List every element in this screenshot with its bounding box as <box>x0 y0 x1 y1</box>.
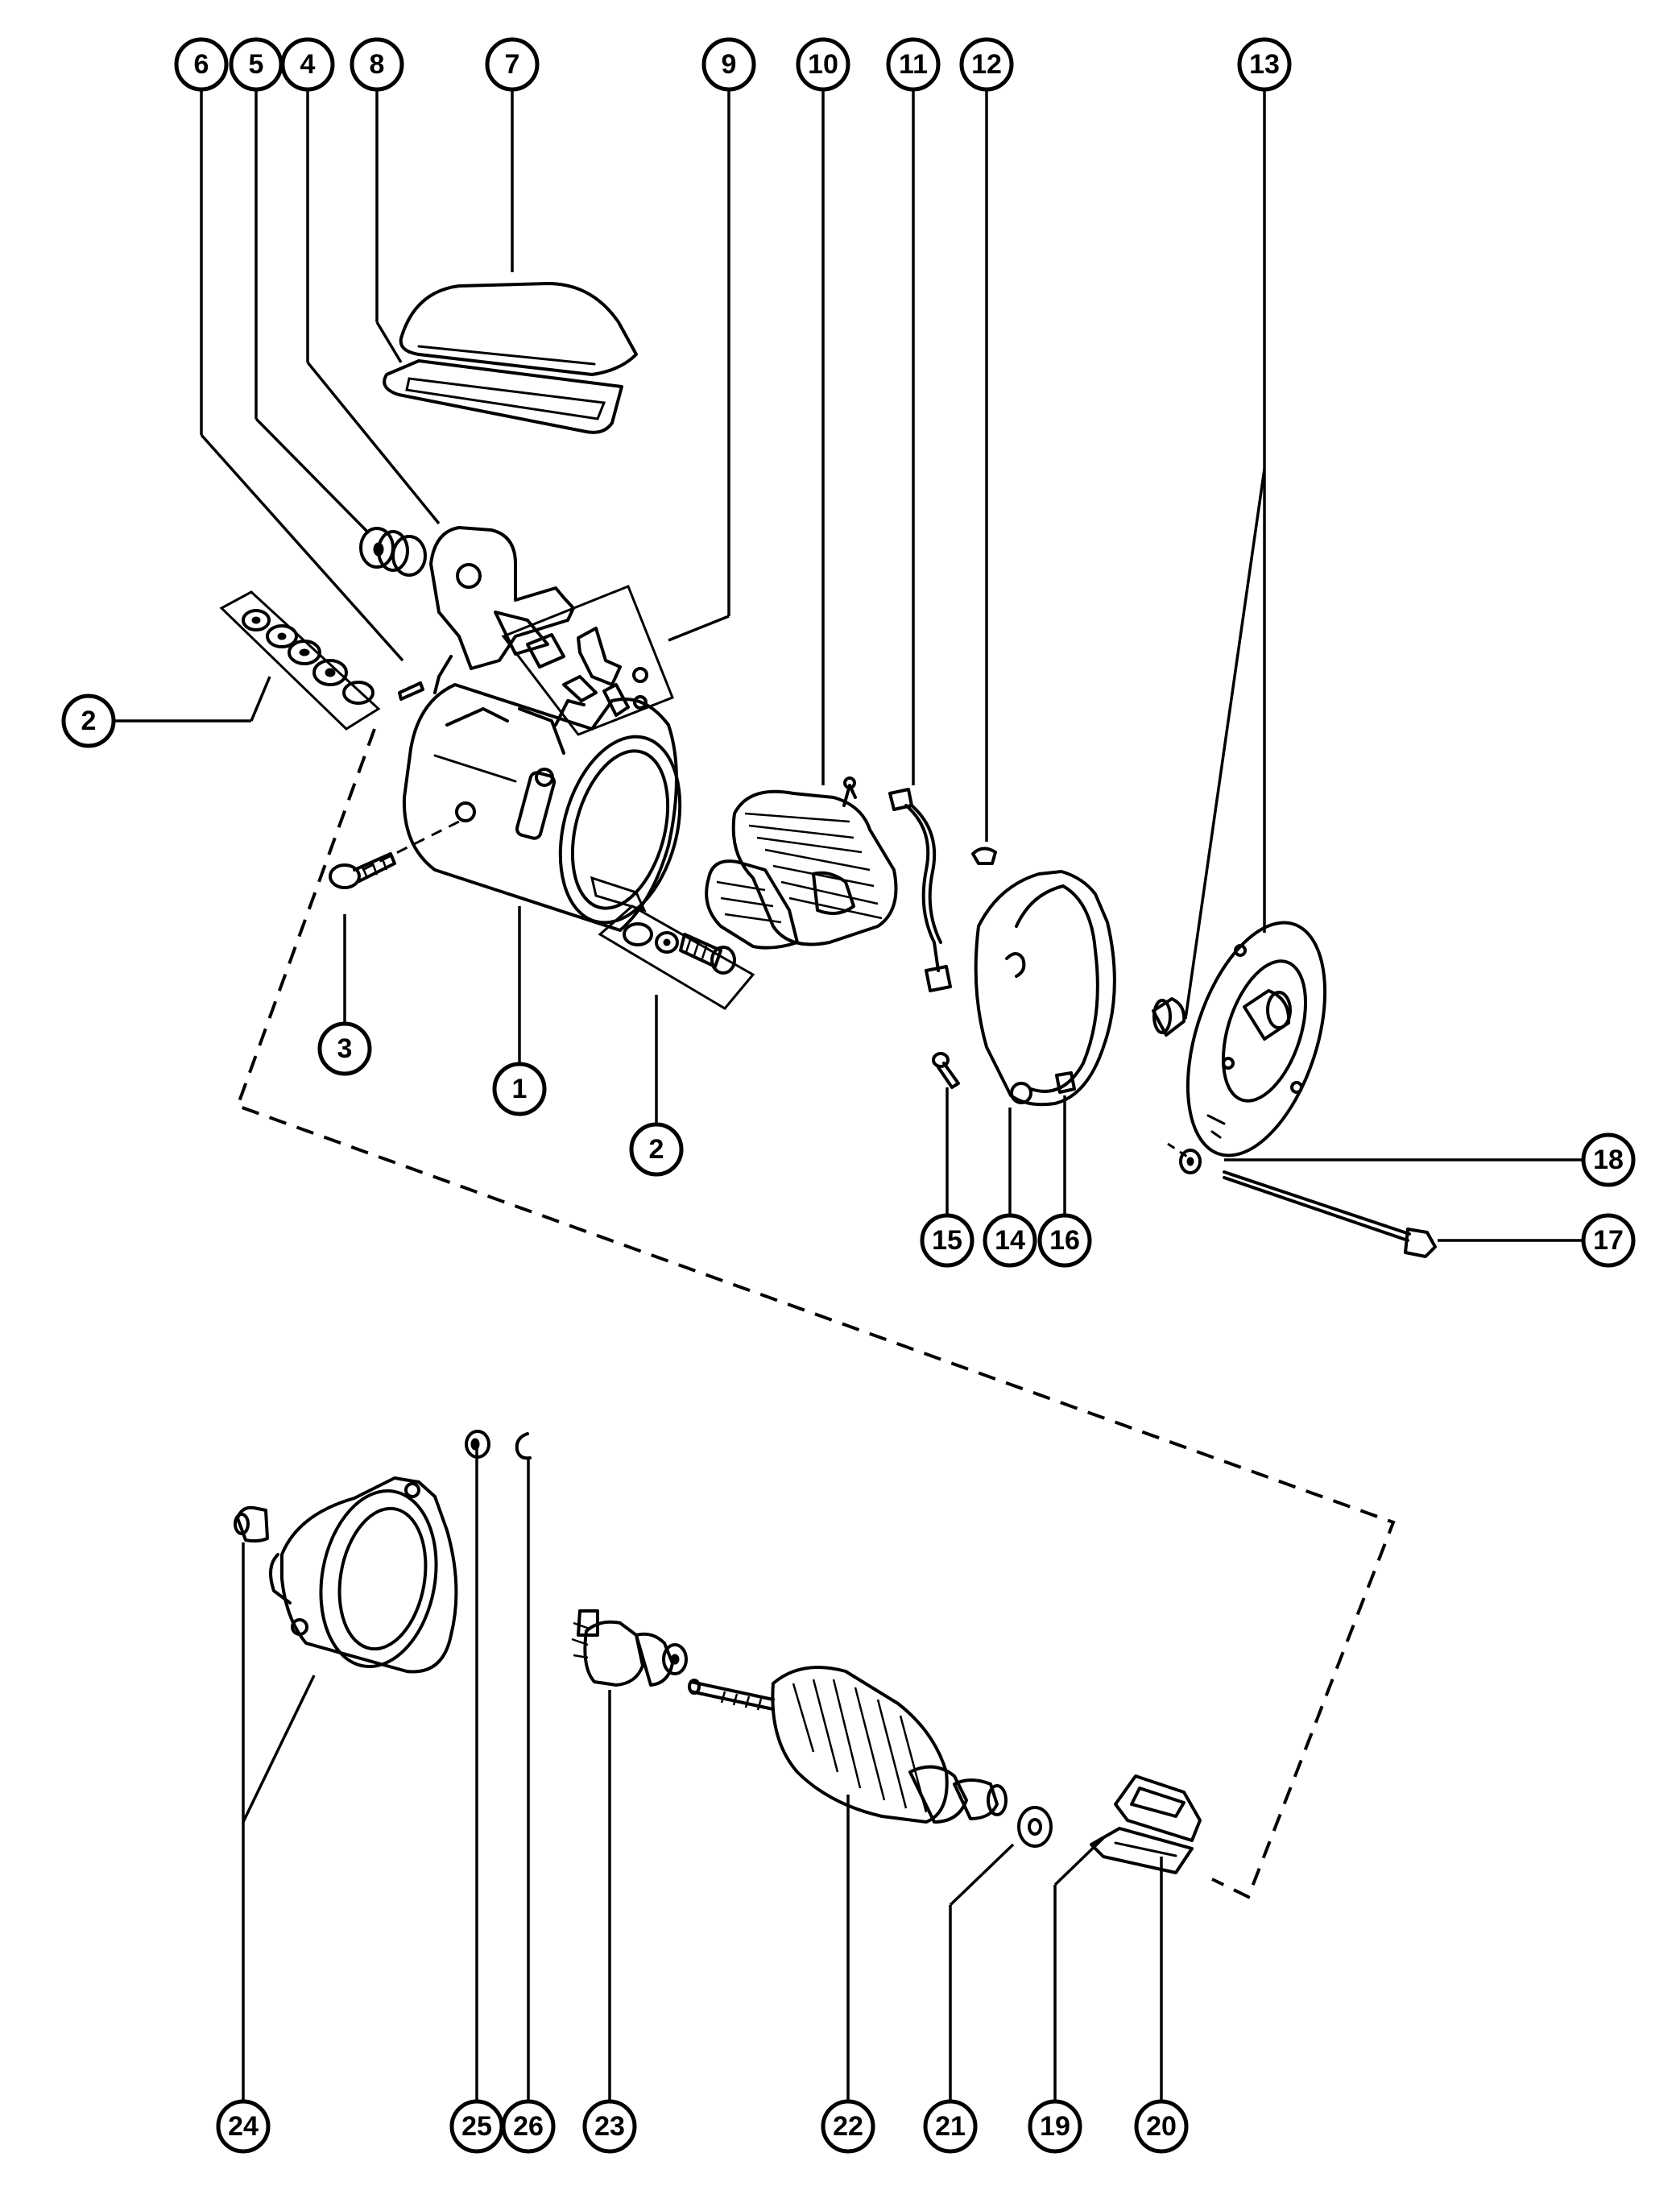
callout-4: 4 <box>280 37 335 92</box>
svg-text:1: 1 <box>512 1074 528 1104</box>
svg-text:14: 14 <box>995 1225 1025 1256</box>
svg-text:5: 5 <box>249 49 264 80</box>
svg-text:21: 21 <box>935 2111 966 2142</box>
part-brush-screw <box>932 1052 960 1089</box>
svg-text:15: 15 <box>932 1225 962 1256</box>
svg-text:3: 3 <box>337 1033 353 1064</box>
part-drive-housing <box>234 1476 458 1674</box>
part-brush-nut <box>1055 1071 1076 1094</box>
callout-13: 13 <box>1237 37 1292 92</box>
callout-1: 1 <box>492 1062 547 1116</box>
svg-text:25: 25 <box>461 2111 492 2142</box>
svg-text:9: 9 <box>722 49 737 80</box>
part-end-plate <box>1152 921 1327 1157</box>
part-hardware-set-upper <box>219 590 381 731</box>
part-bushing-25 <box>465 1430 490 1459</box>
callout-12: 12 <box>959 37 1014 92</box>
svg-text:6: 6 <box>194 49 209 80</box>
leader-lines <box>114 87 1583 2101</box>
svg-text:16: 16 <box>1049 1225 1080 1256</box>
part-armature <box>688 1666 1008 1824</box>
callout-21: 21 <box>923 2099 978 2154</box>
callouts: 1 2 2 3 4 5 6 7 8 9 10 11 12 13 14 15 16… <box>61 37 1636 2154</box>
svg-text:7: 7 <box>505 49 520 80</box>
svg-text:19: 19 <box>1040 2111 1070 2142</box>
svg-text:2: 2 <box>649 1134 664 1165</box>
part-clip <box>971 847 997 865</box>
svg-text:8: 8 <box>370 49 385 80</box>
svg-text:13: 13 <box>1249 49 1280 80</box>
callout-26: 26 <box>501 2099 556 2154</box>
callout-14: 14 <box>983 1213 1037 1268</box>
callout-2b: 2 <box>629 1122 684 1177</box>
callout-9: 9 <box>701 37 756 92</box>
part-housing-frame <box>402 683 682 932</box>
svg-text:20: 20 <box>1146 2111 1177 2142</box>
callout-24: 24 <box>216 2099 271 2154</box>
svg-text:26: 26 <box>513 2111 544 2142</box>
part-thrust-washer <box>1017 1806 1053 1848</box>
assembly-dashed-outline <box>235 728 1396 1899</box>
callout-22: 22 <box>821 2099 875 2154</box>
svg-text:10: 10 <box>808 49 838 80</box>
part-shift-lever <box>429 526 575 694</box>
callout-25: 25 <box>449 2099 504 2154</box>
part-spring <box>359 527 427 577</box>
callout-17: 17 <box>1581 1213 1636 1268</box>
svg-text:23: 23 <box>594 2111 625 2142</box>
svg-text:4: 4 <box>300 49 316 80</box>
callout-5: 5 <box>229 37 283 92</box>
callout-16: 16 <box>1037 1213 1092 1268</box>
part-boot-gasket <box>1090 1827 1194 1874</box>
part-cover <box>399 282 638 376</box>
part-boot <box>1114 1774 1202 1842</box>
callout-20: 20 <box>1134 2099 1189 2154</box>
part-hardware-set-lower <box>598 905 755 1010</box>
callout-11: 11 <box>886 37 941 92</box>
svg-text:24: 24 <box>228 2111 259 2142</box>
callout-3: 3 <box>317 1021 372 1076</box>
part-screw <box>329 852 396 889</box>
callout-6: 6 <box>174 37 229 92</box>
svg-text:18: 18 <box>1593 1145 1624 1175</box>
svg-text:17: 17 <box>1593 1225 1624 1256</box>
svg-text:22: 22 <box>833 2111 863 2142</box>
callout-19: 19 <box>1028 2099 1082 2154</box>
callout-10: 10 <box>796 37 850 92</box>
svg-text:12: 12 <box>971 49 1002 80</box>
part-wire-lead <box>888 788 952 992</box>
part-pin <box>398 681 424 701</box>
part-field-coil <box>705 776 898 950</box>
callout-23: 23 <box>582 2099 637 2154</box>
part-terminal-bracket-set <box>501 585 674 736</box>
callout-15: 15 <box>920 1213 974 1268</box>
part-washer-18 <box>1167 1142 1202 1174</box>
callout-2a: 2 <box>61 694 116 748</box>
callout-18: 18 <box>1581 1132 1636 1187</box>
svg-text:11: 11 <box>899 49 928 80</box>
callout-8: 8 <box>350 37 404 92</box>
part-retaining-ring <box>515 1432 532 1460</box>
part-drive-pinion <box>571 1609 688 1687</box>
callout-7: 7 <box>485 37 540 92</box>
part-brush-holder-band <box>974 870 1116 1107</box>
svg-text:2: 2 <box>81 706 97 736</box>
part-through-bolt <box>1223 1170 1437 1258</box>
part-gasket <box>383 359 623 434</box>
